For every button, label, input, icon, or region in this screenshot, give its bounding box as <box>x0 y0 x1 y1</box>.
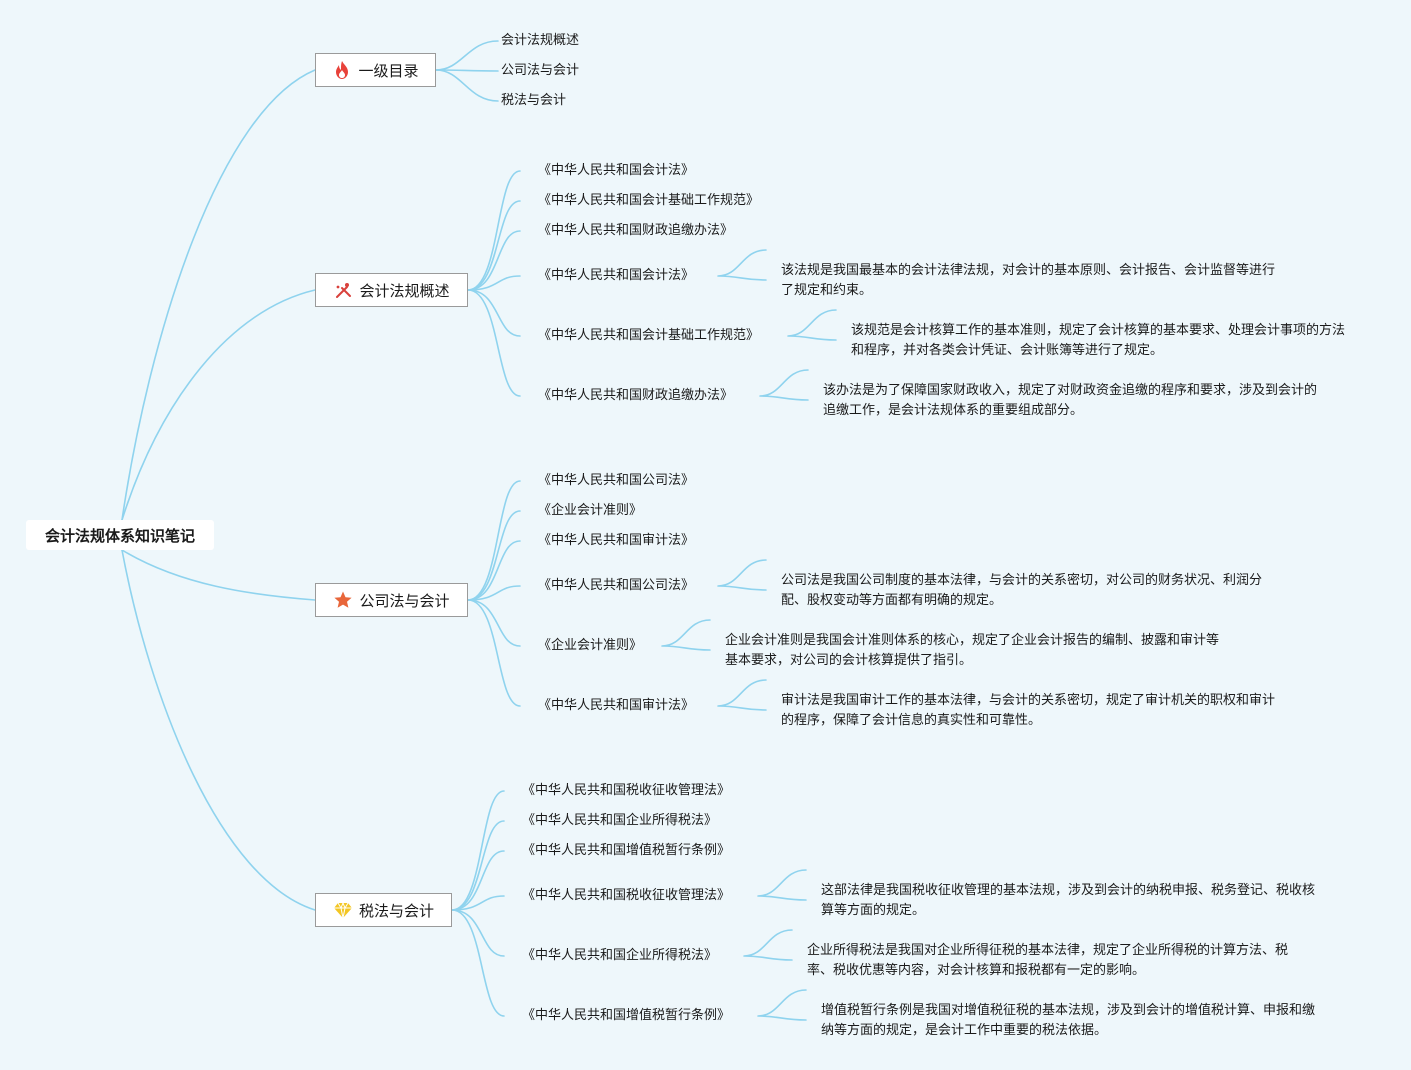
link-b1-detail-0 <box>467 275 521 291</box>
link-b1-leaf-0 <box>467 170 521 291</box>
root-label: 会计法规体系知识笔记 <box>44 526 195 545</box>
fire-icon <box>332 60 352 80</box>
link-b3-note-0 <box>757 869 807 901</box>
diamond-icon <box>333 900 353 920</box>
link-b3-detail-1 <box>451 909 505 957</box>
detail-title[interactable]: 《中华人民共和国企业所得税法》 <box>522 948 718 963</box>
link-b2-detail-2 <box>467 599 521 707</box>
link-b2-detail-1 <box>467 599 521 647</box>
link-b3-note-1 <box>743 929 793 961</box>
detail-note: 该法规是我国最基本的会计法律法规，对会计的基本原则、会计报告、会计监督等进行了规… <box>781 263 1276 298</box>
detail-title[interactable]: 《中华人民共和国审计法》 <box>538 698 695 713</box>
leaf-item[interactable]: 《中华人民共和国会计基础工作规范》 <box>538 193 760 208</box>
link-b0-leaf-0 <box>435 40 499 71</box>
link-b3-note-2 <box>757 989 807 1021</box>
link-b1-detail-1 <box>467 289 521 337</box>
detail-note: 公司法是我国公司制度的基本法律，与会计的关系密切，对公司的财务状况、利润分配、股… <box>781 573 1263 608</box>
link-b2-note-2 <box>717 679 767 711</box>
detail-note: 该办法是为了保障国家财政收入，规定了对财政资金追缴的程序和要求，涉及到会计的追缴… <box>823 383 1318 418</box>
detail-title[interactable]: 《中华人民共和国会计基础工作规范》 <box>538 328 760 343</box>
detail-title[interactable]: 《中华人民共和国会计法》 <box>538 268 695 283</box>
link-b2-note-1 <box>661 619 711 651</box>
detail-note: 这部法律是我国税收征收管理的基本法规，涉及到会计的纳税申报、税务登记、税收核算等… <box>821 883 1316 918</box>
link-b3-leaf-0 <box>451 790 505 911</box>
link-b1-note-2 <box>759 369 809 401</box>
leaf-item[interactable]: 公司法与会计 <box>501 63 580 78</box>
leaf-item[interactable]: 《中华人民共和国会计法》 <box>538 163 695 178</box>
link-b2-leaf-2 <box>467 540 521 601</box>
tools-icon <box>333 280 353 300</box>
detail-title[interactable]: 《中华人民共和国财政追缴办法》 <box>538 388 734 403</box>
detail-title[interactable]: 《中华人民共和国税收征收管理法》 <box>522 888 731 903</box>
link-root-branch-3 <box>121 549 316 911</box>
detail-note: 企业所得税法是我国对企业所得征税的基本法律，规定了企业所得税的计算方法、税率、税… <box>807 943 1289 978</box>
root-node[interactable]: 会计法规体系知识笔记 <box>26 520 214 550</box>
star-icon <box>333 590 353 610</box>
link-b3-detail-0 <box>451 895 505 911</box>
branch-node-accounting-regulations[interactable]: 会计法规概述 <box>315 273 468 307</box>
branch-label: 会计法规概述 <box>359 281 450 300</box>
link-b1-leaf-1 <box>467 200 521 291</box>
branch-node-tax-law[interactable]: 税法与会计 <box>315 893 452 927</box>
link-root-branch-0 <box>121 69 316 521</box>
branch-node-company-law[interactable]: 公司法与会计 <box>315 583 468 617</box>
branch-label: 公司法与会计 <box>359 591 450 610</box>
link-b0-leaf-2 <box>435 69 499 102</box>
link-b1-note-1 <box>787 309 837 341</box>
leaf-item[interactable]: 《中华人民共和国审计法》 <box>538 533 695 548</box>
branch-label: 一级目录 <box>358 61 419 80</box>
link-b2-detail-0 <box>467 585 521 601</box>
leaf-item[interactable]: 《中华人民共和国企业所得税法》 <box>522 813 718 828</box>
branch-node-catalog[interactable]: 一级目录 <box>315 53 436 87</box>
leaf-item[interactable]: 《中华人民共和国公司法》 <box>538 473 695 488</box>
leaf-item[interactable]: 《企业会计准则》 <box>538 503 643 518</box>
link-b1-note-0 <box>717 249 767 281</box>
detail-note: 企业会计准则是我国会计准则体系的核心，规定了企业会计报告的编制、披露和审计等基本… <box>725 633 1220 668</box>
link-b2-note-0 <box>717 559 767 591</box>
link-root-branch-1 <box>121 289 316 521</box>
link-b1-leaf-2 <box>467 230 521 291</box>
leaf-item[interactable]: 会计法规概述 <box>501 33 580 48</box>
detail-title[interactable]: 《企业会计准则》 <box>538 638 643 653</box>
detail-note: 该规范是会计核算工作的基本准则，规定了会计核算的基本要求、处理会计事项的方法和程… <box>851 323 1346 358</box>
link-b2-leaf-1 <box>467 510 521 601</box>
detail-note: 增值税暂行条例是我国对增值税征税的基本法规，涉及到会计的增值税计算、申报和缴纳等… <box>821 1003 1316 1038</box>
detail-title[interactable]: 《中华人民共和国公司法》 <box>538 578 695 593</box>
leaf-item[interactable]: 《中华人民共和国财政追缴办法》 <box>538 223 734 238</box>
link-root-branch-2 <box>121 549 316 601</box>
link-b2-leaf-0 <box>467 480 521 601</box>
leaf-item[interactable]: 税法与会计 <box>501 93 567 108</box>
leaf-item[interactable]: 《中华人民共和国增值税暂行条例》 <box>522 843 731 858</box>
link-b3-leaf-2 <box>451 850 505 911</box>
link-b3-detail-2 <box>451 909 505 1017</box>
branch-label: 税法与会计 <box>358 901 434 920</box>
link-b3-leaf-1 <box>451 820 505 911</box>
detail-note: 审计法是我国审计工作的基本法律，与会计的关系密切，规定了审计机关的职权和审计的程… <box>781 693 1276 728</box>
detail-title[interactable]: 《中华人民共和国增值税暂行条例》 <box>522 1008 731 1023</box>
link-b1-detail-2 <box>467 289 521 397</box>
leaf-item[interactable]: 《中华人民共和国税收征收管理法》 <box>522 783 731 798</box>
